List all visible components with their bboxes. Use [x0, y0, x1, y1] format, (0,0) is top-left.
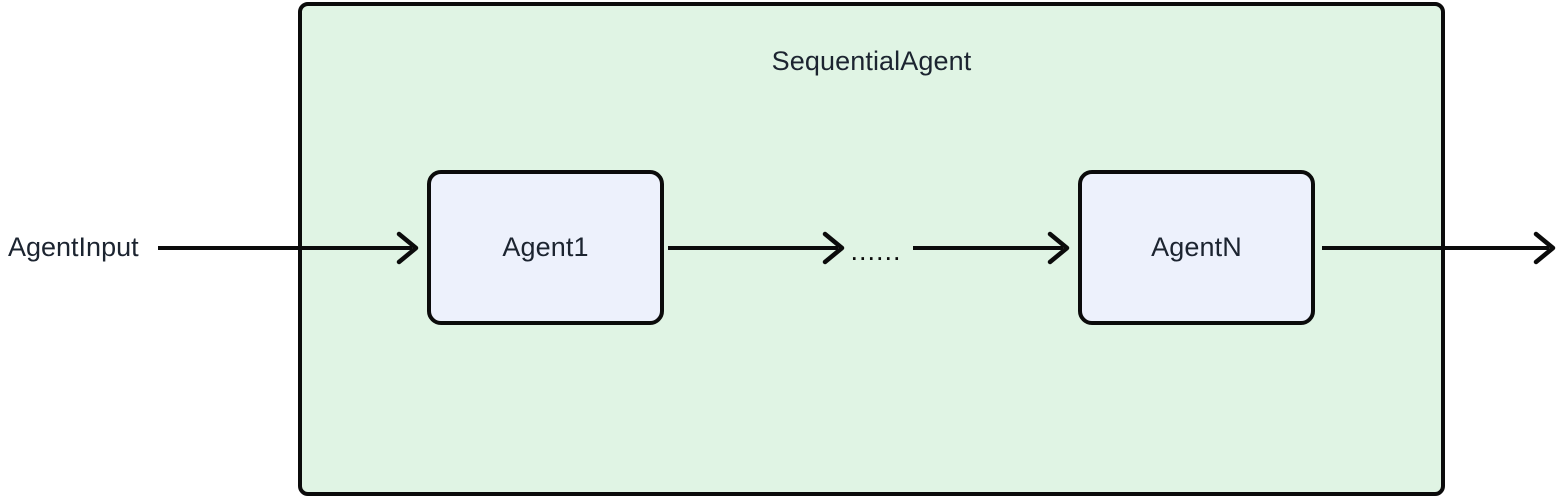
node-agent1[interactable]: Agent1	[427, 170, 664, 325]
agent-input-label: AgentInput	[8, 232, 139, 262]
arrowhead-agentn-to-output	[1533, 231, 1556, 265]
node-ellipsis-label: ......	[850, 236, 902, 266]
node-agentn[interactable]: AgentN	[1078, 170, 1315, 325]
node-agent1-label: Agent1	[502, 232, 589, 262]
node-agentn-label: AgentN	[1151, 232, 1242, 262]
container-title: SequentialAgent	[771, 46, 972, 76]
